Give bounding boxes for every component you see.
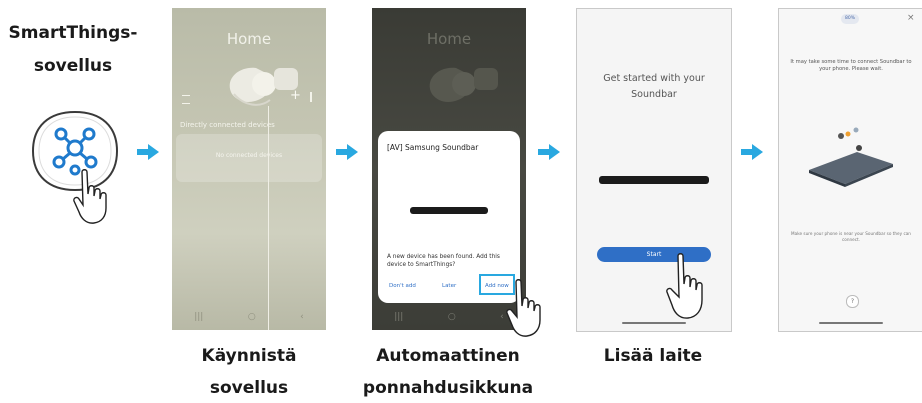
home-indicator [622, 322, 686, 324]
step2-caption: Automaattinen ponnahdusikkuna [342, 342, 554, 403]
get-started-heading: Get started with your Soundbar [603, 73, 705, 100]
tap-hand-icon-3 [664, 252, 720, 324]
step-arrow-3 [538, 144, 560, 160]
step3-caption: Lisää laite [578, 342, 728, 371]
no-devices-text: No connected devices [215, 152, 283, 159]
app-label-line2: sovellus [33, 56, 113, 76]
app-label: SmartThings- sovellus [0, 19, 146, 81]
later-button[interactable]: Later [442, 283, 457, 289]
screen-connecting: 80% × It may take some time to connect S… [778, 8, 922, 332]
no-devices-card: No connected devices [176, 134, 322, 182]
add-icon[interactable]: + [290, 88, 301, 103]
more-icon[interactable] [310, 92, 312, 102]
step1-caption: Käynnistä sovellus [160, 342, 338, 403]
step1-caption-line2: sovellus [209, 378, 289, 398]
smartthings-logo-icon [31, 110, 119, 192]
step-arrow-4 [741, 144, 763, 160]
lamp-illustration [229, 67, 298, 106]
screen-popup: Home [AV] Samsung Soundbar A new device … [372, 8, 526, 330]
back-button[interactable]: ‹ [300, 312, 304, 322]
lamp-illustration-dim [429, 67, 498, 102]
step2-caption-line1: Automaattinen [376, 346, 520, 366]
soundbar-image [410, 207, 488, 214]
nav-bar-2: ||| ○ ‹ [372, 304, 526, 330]
recent-apps-button[interactable]: ||| [194, 312, 204, 322]
help-button[interactable]: ? [846, 295, 859, 308]
step3-caption-line1: Lisää laite [603, 346, 703, 366]
home-indicator-2 [819, 322, 883, 324]
proximity-hint: Make sure your phone is near your Soundb… [791, 231, 911, 242]
popup-message: A new device has been found. Add this de… [387, 254, 500, 268]
app-label-line1: SmartThings- [8, 23, 138, 43]
directly-connected-label: Directly connected devices [180, 121, 275, 129]
progress-badge: 80% [841, 14, 859, 24]
home-button-2[interactable]: ○ [447, 312, 456, 322]
step-arrow-1 [137, 144, 159, 160]
tap-hand-icon-2 [504, 278, 554, 340]
back-button-2[interactable]: ‹ [500, 312, 504, 322]
step2-caption-line2: ponnahdusikkuna [362, 378, 534, 398]
connecting-message: It may take some time to connect Soundba… [790, 59, 912, 72]
nav-bar: ||| ○ ‹ [172, 304, 326, 330]
recent-apps-button-2[interactable]: ||| [394, 312, 404, 322]
phone-connecting-illustration [809, 127, 893, 187]
lamp-cord [268, 106, 269, 330]
step-arrow-2 [336, 144, 358, 160]
close-icon[interactable]: × [907, 13, 915, 23]
home-button[interactable]: ○ [247, 312, 256, 322]
popup-title: [AV] Samsung Soundbar [387, 143, 479, 152]
dont-add-button[interactable]: Don't add [389, 283, 416, 289]
screen-home-title: Home [226, 30, 272, 48]
smartthings-app-icon[interactable] [29, 108, 121, 194]
menu-icon[interactable] [182, 95, 190, 104]
tap-hand-icon [72, 168, 124, 226]
step1-caption-line1: Käynnistä [201, 346, 297, 366]
screen-popup-title: Home [426, 30, 472, 48]
add-now-button[interactable]: Add now [485, 283, 509, 289]
popup-dialog: [AV] Samsung Soundbar A new device has b… [378, 131, 520, 303]
soundbar-image-large [599, 176, 709, 184]
add-now-highlight [479, 274, 515, 295]
screen-home: Home + Directly connected devices No con… [172, 8, 326, 330]
